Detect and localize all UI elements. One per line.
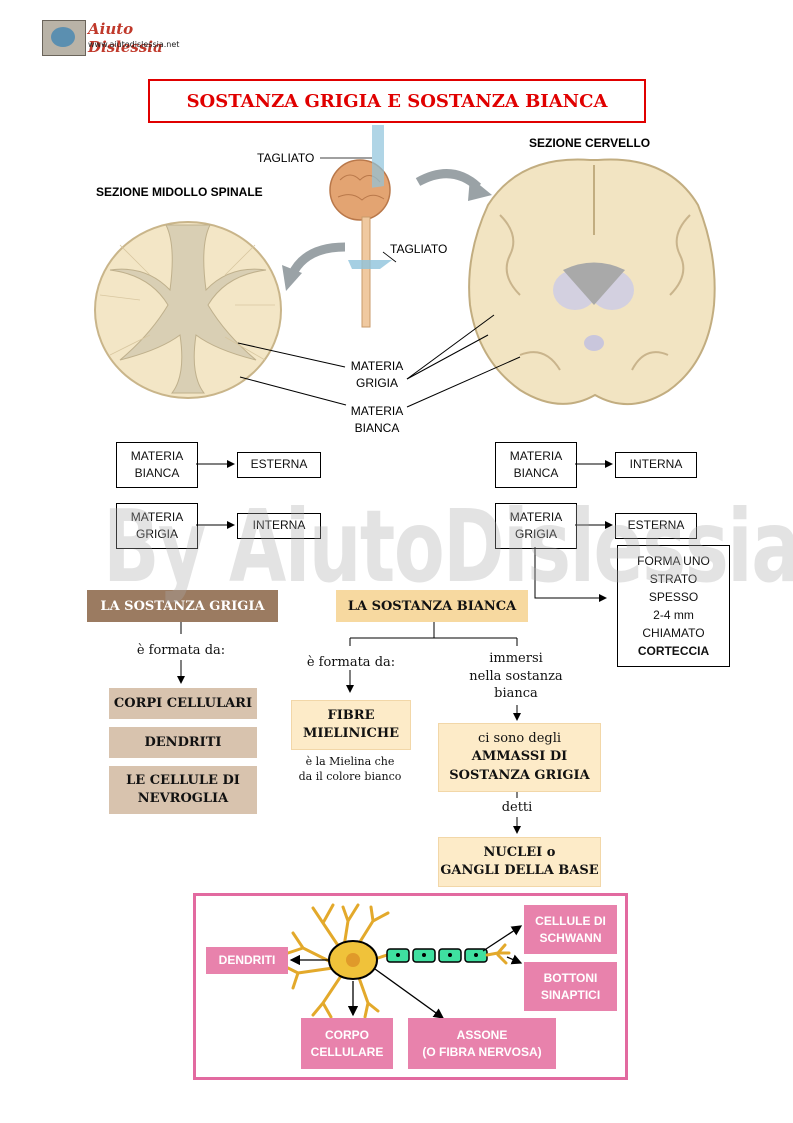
label-tagliato-top: TAGLIATO bbox=[257, 151, 315, 165]
box-line: GANGLI DELLA BASE bbox=[440, 863, 599, 878]
box-line: BIANCA bbox=[134, 466, 180, 480]
box-line: NEVROGLIA bbox=[137, 791, 229, 806]
label-line: CELLULARE bbox=[310, 1044, 384, 1059]
dendriti-box: DENDRITI bbox=[109, 727, 257, 758]
book-globe-icon bbox=[42, 20, 86, 56]
immersi-text: immersi nella sostanza bianca bbox=[458, 650, 574, 703]
bianca-heading: LA SOSTANZA BIANCA bbox=[336, 590, 528, 622]
text-line: immersi bbox=[489, 651, 543, 666]
neuron-frame bbox=[193, 893, 628, 1080]
label-materia-grigia: MATERIA GRIGIA bbox=[342, 358, 412, 393]
box-line: FIBRE bbox=[327, 708, 375, 724]
box-line-bold: CORTECCIA bbox=[637, 644, 710, 658]
box-line: MATERIA bbox=[509, 509, 563, 524]
right-interna-box: INTERNA bbox=[615, 452, 697, 478]
label-line: GRIGIA bbox=[355, 376, 398, 391]
label-line: BOTTONI bbox=[543, 971, 598, 986]
box-line-bold: SOSTANZA GRIGIA bbox=[449, 767, 590, 783]
left-materia-bianca-box: MATERIA BIANCA bbox=[116, 442, 198, 488]
right-materia-bianca-box: MATERIA BIANCA bbox=[495, 442, 577, 488]
box-line: GRIGIA bbox=[135, 527, 178, 541]
box-line: CHIAMATO bbox=[642, 626, 705, 640]
grigia-heading: LA SOSTANZA GRIGIA bbox=[87, 590, 278, 622]
label-line: ASSONE bbox=[456, 1028, 508, 1043]
label-line: CELLULE DI bbox=[535, 914, 606, 929]
box-line: MATERIA bbox=[130, 509, 184, 524]
label-materia-bianca: MATERIA BIANCA bbox=[342, 403, 412, 438]
right-esterna-box: ESTERNA bbox=[615, 513, 697, 539]
box-line: GRIGIA bbox=[514, 527, 557, 541]
text-line: bianca bbox=[494, 686, 538, 702]
nevroglia-box: LE CELLULE DI NEVROGLIA bbox=[109, 766, 257, 814]
box-line: LE CELLULE DI bbox=[126, 773, 240, 789]
dendriti-label: DENDRITI bbox=[206, 947, 288, 974]
site-logo: Aiuto Dislessia www.aiutodislessia.net bbox=[42, 18, 202, 58]
label-line: SCHWANN bbox=[539, 930, 602, 945]
box-line: MATERIA bbox=[130, 448, 184, 463]
left-interna-box: INTERNA bbox=[237, 513, 321, 539]
label-line: MATERIA bbox=[350, 359, 404, 373]
myelin-sheath-icon bbox=[386, 948, 488, 963]
label-line: SINAPTICI bbox=[540, 987, 601, 1002]
box-line: SPESSO bbox=[648, 590, 699, 604]
box-line: STRATO bbox=[649, 572, 698, 586]
brain-section-icon bbox=[468, 158, 716, 405]
logo-url: www.aiutodislessia.net bbox=[88, 40, 180, 49]
page-title: SOSTANZA GRIGIA E SOSTANZA BIANCA bbox=[148, 79, 646, 123]
label-line: MATERIA bbox=[350, 404, 404, 418]
box-line-bold: AMMASSI DI bbox=[471, 749, 568, 765]
ammassi-box: ci sono degli AMMASSI DI SOSTANZA GRIGIA bbox=[438, 723, 601, 792]
assone-label: ASSONE(O FIBRA NERVOSA) bbox=[408, 1018, 556, 1069]
text-line: nella sostanza bbox=[469, 668, 563, 684]
box-line: NUCLEI o bbox=[483, 844, 556, 860]
note-line: da il colore bianco bbox=[298, 770, 402, 784]
box-line: FORMA UNO bbox=[637, 554, 710, 568]
neuron-icon bbox=[286, 903, 390, 1019]
spinal-cord-section-icon bbox=[94, 221, 282, 399]
box-line: BIANCA bbox=[513, 466, 559, 480]
left-materia-grigia-box: MATERIA GRIGIA bbox=[116, 503, 198, 549]
nuclei-box: NUCLEI o GANGLI DELLA BASE bbox=[438, 837, 601, 887]
corpi-cellulari-box: CORPI CELLULARI bbox=[109, 688, 257, 719]
label-sezione-midollo: SEZIONE MIDOLLO SPINALE bbox=[96, 185, 263, 199]
fibre-mieliniche-box: FIBRE MIELINICHE bbox=[291, 700, 411, 750]
label-line: CORPO bbox=[324, 1028, 369, 1043]
label-line: BIANCA bbox=[354, 421, 400, 436]
mielina-note: è la Mielina che da il colore bianco bbox=[286, 754, 414, 785]
box-line: MATERIA bbox=[509, 448, 563, 463]
box-line: ci sono degli bbox=[477, 731, 562, 747]
brain-and-spine-icon bbox=[320, 125, 397, 328]
bianca-formata: è formata da: bbox=[306, 655, 396, 670]
right-materia-grigia-box: MATERIA GRIGIA bbox=[495, 503, 577, 549]
label-tagliato-bottom: TAGLIATO bbox=[390, 242, 448, 256]
corteccia-box: FORMA UNO STRATO SPESSO 2-4 mm CHIAMATO … bbox=[617, 545, 730, 667]
anatomy-figure bbox=[94, 125, 716, 408]
neuron-illustration bbox=[286, 903, 523, 1019]
left-esterna-box: ESTERNA bbox=[237, 452, 321, 478]
note-line: è la Mielina che bbox=[305, 755, 395, 768]
box-line: 2-4 mm bbox=[653, 608, 694, 622]
box-line: MIELINICHE bbox=[302, 726, 400, 741]
label-sezione-cervello: SEZIONE CERVELLO bbox=[529, 136, 651, 150]
label-line: (O FIBRA NERVOSA) bbox=[422, 1044, 542, 1059]
detti-text: detti bbox=[501, 800, 533, 815]
logo-title: Aiuto Dislessia bbox=[88, 20, 163, 56]
grigia-formata: è formata da: bbox=[136, 643, 226, 658]
